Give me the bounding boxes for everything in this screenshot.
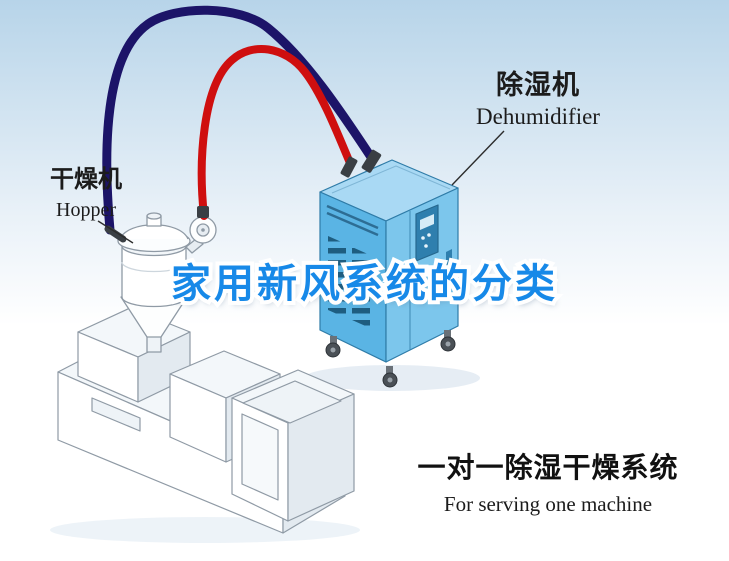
caster-wheels [325,330,456,388]
dehumidifier-pointer-line [451,130,505,186]
extruder-illustration [57,307,355,534]
hopper-label: 干燥机 Hopper [36,165,136,221]
system-caption-zh: 一对一除湿干燥系统 [417,451,679,484]
navy-hose [102,5,376,235]
system-caption-en: For serving one machine [443,492,653,517]
dehumidifier-illustration [319,159,459,363]
hopper-label-en: Hopper [56,198,116,221]
hopper-label-zh: 干燥机 [50,165,122,193]
hose-fittings [104,149,382,243]
hopper-illustration [117,212,217,353]
extruder-shadow [50,517,360,543]
dehumidifier-label-zh: 除湿机 [496,70,580,101]
dehumidifier-label: 除湿机 Dehumidifier [448,70,628,129]
dehumidifier-label-en: Dehumidifier [476,104,600,130]
control-panel [415,204,439,262]
red-hose [197,44,354,220]
system-caption: 一对一除湿干燥系统 For serving one machine [398,451,698,517]
hopper-pointer-line [97,220,134,244]
